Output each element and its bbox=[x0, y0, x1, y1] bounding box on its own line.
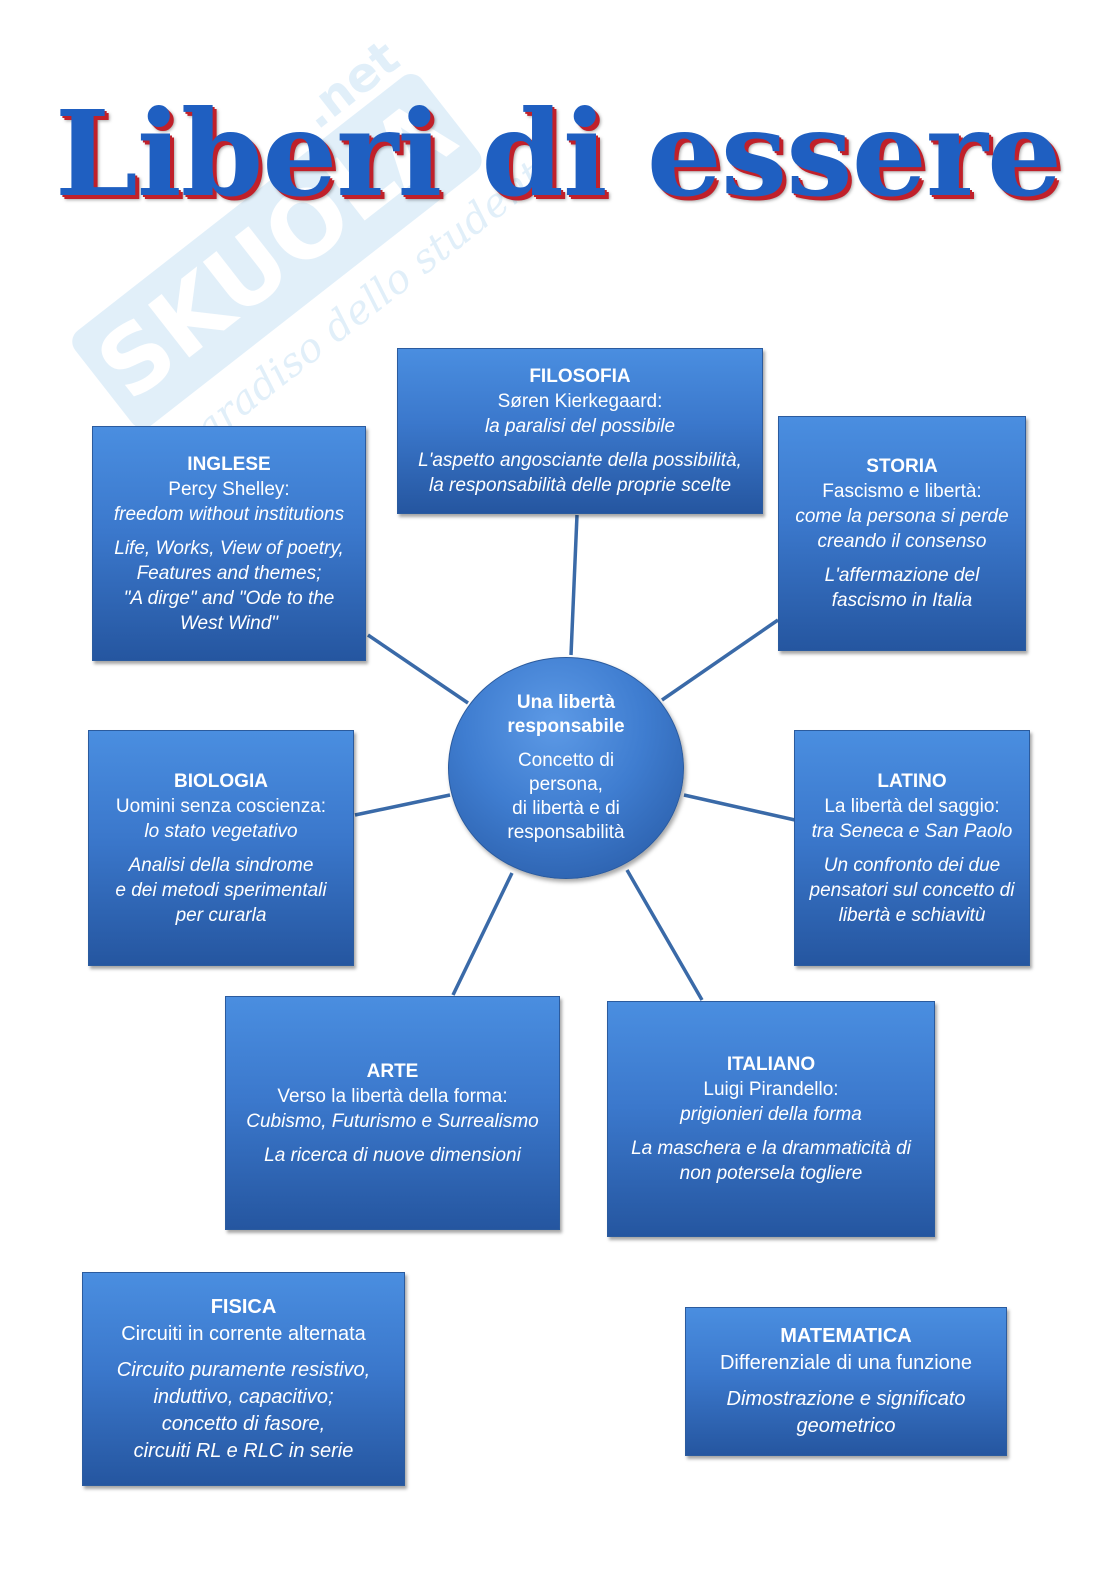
box-line: Un confronto dei due bbox=[823, 854, 1001, 876]
box-line: prigionieri della forma bbox=[680, 1104, 862, 1125]
box-line: circuiti RL e RLC in serie bbox=[133, 1439, 354, 1462]
subject-label: ITALIANO bbox=[726, 1054, 816, 1075]
subject-label: MATEMATICA bbox=[780, 1325, 912, 1347]
connector-inglese bbox=[367, 633, 469, 705]
subject-label: INGLESE bbox=[187, 453, 271, 475]
box-line: e dei metodi sperimentali bbox=[115, 879, 327, 901]
box-line: Cubismo, Futurismo e Surrealismo bbox=[246, 1110, 539, 1132]
box-line: per curarla bbox=[175, 904, 267, 926]
box-line: la responsabilità delle proprie scelte bbox=[428, 475, 732, 496]
box-line: induttivo, capacitivo; bbox=[153, 1385, 334, 1408]
box-line: lo stato vegetativo bbox=[144, 820, 298, 842]
subject-label: STORIA bbox=[866, 456, 938, 477]
connector-biologia bbox=[354, 793, 451, 817]
box-line: libertà e schiavitù bbox=[838, 904, 986, 926]
box-line: Percy Shelley: bbox=[168, 478, 290, 500]
box-line: creando il consenso bbox=[817, 531, 987, 552]
box-filosofia: FILOSOFIA Søren Kierkegaard: la paralisi… bbox=[397, 348, 763, 514]
connector-latino bbox=[683, 793, 796, 822]
box-line: Circuiti in corrente alternata bbox=[121, 1322, 366, 1345]
box-line: La libertà del saggio: bbox=[824, 795, 1000, 817]
box-line: concetto di fasore, bbox=[161, 1412, 326, 1435]
center-heading: Una libertà bbox=[516, 692, 616, 713]
center-concept: Una libertà responsabile Concetto di per… bbox=[448, 657, 684, 879]
box-arte: ARTE Verso la libertà della forma: Cubis… bbox=[225, 996, 560, 1230]
connector-arte bbox=[451, 872, 514, 996]
box-line: Features and themes; bbox=[136, 562, 322, 584]
box-line: "A dirge" and "Ode to the bbox=[123, 587, 335, 609]
box-line: non potersela togliere bbox=[679, 1163, 863, 1184]
center-line: Concetto di bbox=[517, 750, 615, 771]
box-line: Differenziale di una funzione bbox=[719, 1352, 973, 1374]
box-line: L'affermazione del bbox=[824, 565, 980, 586]
box-line: fascismo in Italia bbox=[831, 590, 973, 611]
connector-italiano bbox=[625, 869, 704, 1001]
subject-label: LATINO bbox=[877, 770, 947, 792]
box-line: Analisi della sindrome bbox=[128, 854, 314, 876]
box-line: Life, Works, View of poetry, bbox=[114, 537, 344, 559]
connector-filosofia bbox=[569, 514, 579, 656]
box-fisica: FISICA Circuiti in corrente alternata Ci… bbox=[82, 1272, 405, 1486]
box-line: Fascismo e libertà: bbox=[822, 481, 982, 502]
box-italiano: ITALIANO Luigi Pirandello: prigionieri d… bbox=[607, 1001, 935, 1237]
box-line: pensatori sul concetto di bbox=[809, 879, 1015, 901]
box-line: Luigi Pirandello: bbox=[703, 1079, 839, 1100]
box-line: La ricerca di nuove dimensioni bbox=[264, 1144, 521, 1166]
box-line: L'aspetto angosciante della possibilità, bbox=[418, 450, 742, 471]
box-latino: LATINO La libertà del saggio: tra Seneca… bbox=[794, 730, 1030, 966]
box-inglese: INGLESE Percy Shelley: freedom without i… bbox=[92, 426, 366, 661]
box-line: geometrico bbox=[796, 1415, 896, 1437]
box-storia: STORIA Fascismo e libertà: come la perso… bbox=[778, 416, 1026, 651]
subject-label: BIOLOGIA bbox=[174, 770, 268, 792]
box-biologia: BIOLOGIA Uomini senza coscienza: lo stat… bbox=[88, 730, 354, 966]
box-line: la paralisi del possibile bbox=[484, 416, 676, 437]
box-line: Søren Kierkegaard: bbox=[497, 391, 663, 412]
box-line: Verso la libertà della forma: bbox=[277, 1085, 508, 1107]
box-line: Uomini senza coscienza: bbox=[115, 795, 327, 817]
box-line: come la persona si perde bbox=[795, 506, 1009, 527]
center-heading: responsabile bbox=[507, 716, 625, 737]
subject-label: FILOSOFIA bbox=[529, 366, 631, 387]
page-title: Liberi di essere bbox=[54, 84, 1062, 223]
box-line: West Wind" bbox=[179, 612, 279, 634]
center-line: persona, bbox=[529, 774, 603, 795]
box-line: Dimostrazione e significato bbox=[726, 1388, 966, 1410]
box-line: tra Seneca e San Paolo bbox=[811, 820, 1013, 842]
subject-label: ARTE bbox=[366, 1060, 419, 1082]
box-line: La maschera e la drammaticità di bbox=[631, 1138, 911, 1159]
connector-storia bbox=[661, 618, 779, 702]
center-line: di libertà e di bbox=[512, 798, 620, 819]
box-line: freedom without institutions bbox=[113, 503, 345, 525]
box-matematica: MATEMATICA Differenziale di una funzione… bbox=[685, 1307, 1007, 1456]
box-line: Circuito puramente resistivo, bbox=[116, 1358, 371, 1381]
center-line: responsabilità bbox=[507, 822, 625, 843]
subject-label: FISICA bbox=[210, 1295, 277, 1318]
